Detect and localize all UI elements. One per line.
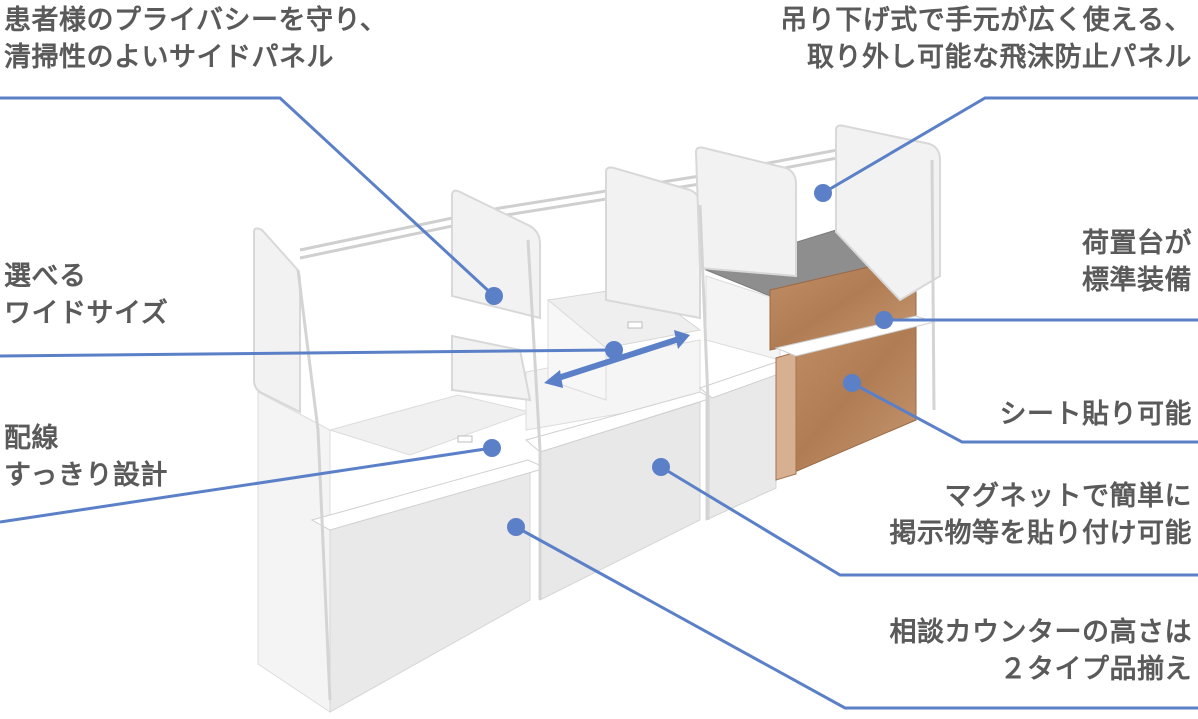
label-line: マグネットで簡単に — [944, 481, 1192, 512]
label-line: 標準装備 — [1082, 265, 1192, 296]
label-splash-panel: 吊り下げ式で手元が広く使える、 取り外し可能な飛沫防止パネル — [780, 2, 1192, 76]
wood-cabinet — [769, 255, 936, 481]
label-line: 選べる — [4, 261, 87, 292]
cabinet-2 — [524, 285, 714, 601]
leader-lines — [0, 96, 1198, 710]
label-line: 患者様のプライバシーを守り、 — [4, 5, 388, 36]
cabinet-1 — [257, 391, 548, 713]
label-line: シート貼り可能 — [999, 399, 1192, 430]
label-line: 配線 — [4, 423, 59, 454]
label-line: ２タイプ品揃え — [999, 654, 1192, 685]
label-line: 相談カウンターの高さは — [889, 617, 1192, 648]
label-magnet: マグネットで簡単に 掲示物等を貼り付け可能 — [890, 478, 1193, 552]
label-line: 掲示物等を貼り付け可能 — [889, 518, 1192, 549]
label-line: 荷置台が — [1082, 228, 1192, 259]
label-line: 吊り下げ式で手元が広く使える、 — [780, 5, 1192, 36]
label-line: 清掃性のよいサイドパネル — [4, 42, 334, 73]
wide-size-arrow — [544, 330, 690, 388]
label-wide-size: 選べる ワイドサイズ — [4, 258, 168, 332]
label-shelf: 荷置台が 標準装備 — [1082, 225, 1192, 299]
label-line: 取り外し可能な飛沫防止パネル — [807, 42, 1192, 73]
label-wiring: 配線 すっきり設計 — [4, 420, 168, 494]
label-height: 相談カウンターの高さは ２タイプ品揃え — [890, 614, 1193, 688]
label-line: すっきり設計 — [4, 460, 168, 491]
label-sheet: シート貼り可能 — [1000, 396, 1193, 433]
label-line: ワイドサイズ — [4, 298, 169, 329]
leader-dots — [483, 184, 893, 536]
label-privacy-panel: 患者様のプライバシーを守り、 清掃性のよいサイドパネル — [4, 2, 387, 76]
frame-legs — [296, 159, 936, 701]
